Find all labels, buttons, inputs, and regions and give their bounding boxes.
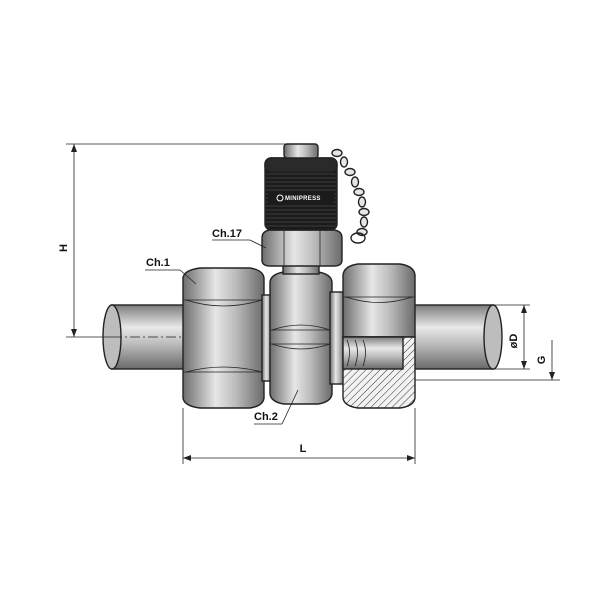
dimension-l-label: L bbox=[300, 443, 307, 455]
right-nut bbox=[342, 263, 416, 409]
central-body bbox=[269, 271, 333, 405]
right-pipe bbox=[404, 304, 503, 370]
dimension-od-label: øD bbox=[508, 334, 520, 349]
chain-icon bbox=[331, 148, 370, 244]
label-ch2: Ch.2 bbox=[254, 411, 278, 423]
dimension-g: G bbox=[415, 340, 560, 381]
dimension-h: H bbox=[58, 143, 290, 338]
left-nut bbox=[182, 267, 265, 409]
brand-logo-icon bbox=[276, 194, 284, 202]
protective-cap: MINIPRESS bbox=[264, 143, 338, 231]
leader-ch1: Ch.1 bbox=[145, 257, 197, 285]
dimension-od: øD bbox=[493, 304, 530, 370]
leader-ch17: Ch.17 bbox=[212, 228, 267, 249]
label-ch17: Ch.17 bbox=[212, 228, 242, 240]
label-ch1: Ch.1 bbox=[146, 257, 170, 269]
brand-label: MINIPRESS bbox=[285, 196, 321, 202]
left-pipe bbox=[102, 304, 193, 370]
test-point-hex bbox=[261, 229, 343, 267]
dimension-h-label: H bbox=[58, 244, 70, 252]
dimension-l: L bbox=[182, 408, 416, 464]
right-collar bbox=[329, 291, 345, 385]
leader-ch2: Ch.2 bbox=[254, 389, 299, 425]
dimension-g-label: G bbox=[536, 356, 548, 365]
